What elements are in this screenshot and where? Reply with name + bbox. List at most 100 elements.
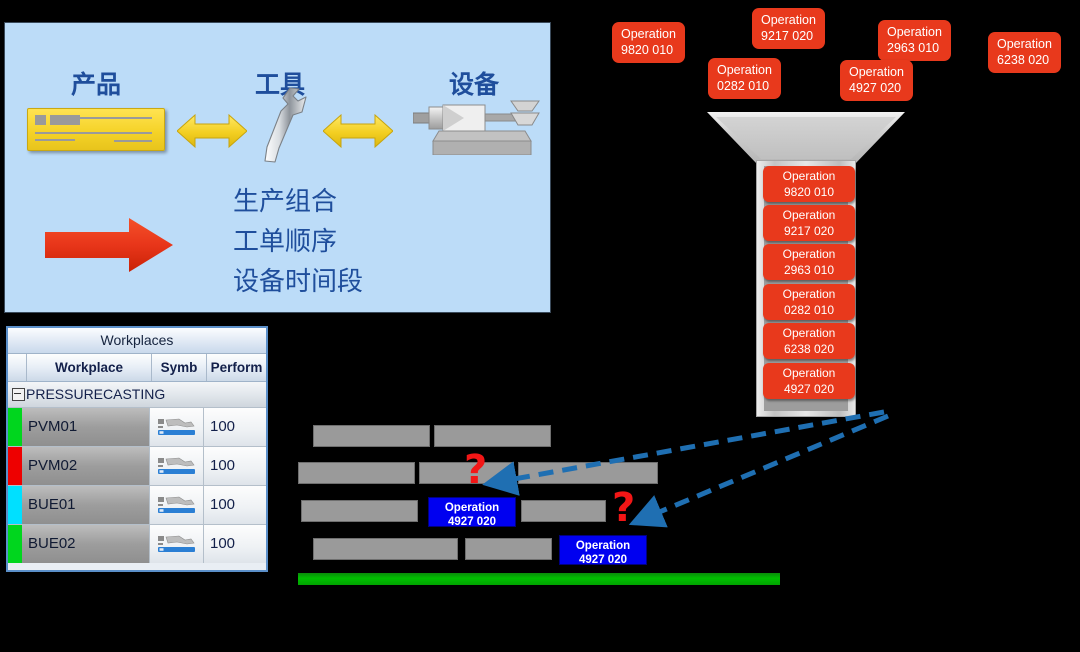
floating-operation-chip[interactable]: Operation 2963 010 (878, 20, 951, 61)
symb-cell (150, 447, 204, 485)
operation-label: Operation (782, 208, 836, 222)
operation-label: Operation (849, 65, 904, 79)
operation-label: Operation (782, 247, 836, 261)
operation-number: 4927 020 (849, 81, 902, 95)
workplace-name: BUE01 (22, 486, 150, 524)
queued-operation[interactable]: Operation 6238 020 (763, 323, 855, 359)
operation-label: Operation (887, 25, 942, 39)
queued-operation[interactable]: Operation 4927 020 (763, 363, 855, 399)
label-equipment: 设备 (449, 70, 500, 99)
operation-label: Operation (444, 502, 500, 514)
workplaces-header-row: Workplace Symb Perform (8, 354, 266, 382)
operation-number: 9217 020 (761, 29, 814, 43)
column-header-symb[interactable]: Symb (152, 354, 207, 381)
operation-number: 2963 010 (887, 41, 940, 55)
operation-number: 9820 010 (783, 185, 835, 199)
operation-label: Operation (782, 326, 836, 340)
symb-cell (150, 525, 204, 563)
gantt-bar[interactable] (518, 462, 658, 484)
label-product: 产品 (71, 70, 122, 99)
operation-number: 0282 010 (717, 79, 770, 93)
status-indicator (8, 486, 22, 524)
collapse-icon[interactable] (12, 387, 25, 401)
gantt-bar[interactable] (301, 500, 418, 522)
operation-number: 6238 020 (783, 342, 835, 356)
operation-label: Operation (761, 13, 816, 27)
red-block-arrow-icon (45, 218, 173, 272)
column-header-perform[interactable]: Perform (210, 360, 263, 375)
concept-line-2: 工单顺序 (233, 227, 338, 257)
status-indicator (8, 408, 22, 446)
table-row[interactable]: BUE01 100 (8, 486, 266, 525)
wrench-icon (264, 87, 307, 163)
scheduled-operation-bar[interactable]: Operation 4927 020 (428, 497, 516, 528)
machine-icon (413, 100, 540, 155)
operation-label: Operation (575, 540, 631, 552)
symb-cell (150, 486, 204, 524)
symb-cell (150, 408, 204, 446)
floating-operation-chip[interactable]: Operation 9217 020 (752, 8, 825, 49)
queued-operation[interactable]: Operation 9217 020 (763, 205, 855, 241)
double-arrow-icon (323, 113, 393, 149)
double-arrow-icon (177, 113, 247, 149)
concept-panel: 产品 工具 设备 (4, 22, 551, 313)
column-header-workplace[interactable]: Workplace (27, 354, 152, 381)
machine-icon (158, 535, 195, 552)
operation-label: Operation (782, 287, 836, 301)
operation-number: 0282 010 (783, 303, 835, 317)
operation-number: 9820 010 (621, 43, 674, 57)
gantt-bar[interactable] (313, 538, 458, 560)
scheduled-operation-bar[interactable]: Operation 4927 020 (559, 535, 647, 566)
operation-number: 6238 020 (997, 53, 1050, 67)
operation-number: 9217 020 (783, 224, 835, 238)
performance-value: 100 (204, 486, 266, 524)
operation-label: Operation (621, 27, 676, 41)
funnel-to-slot-2-connector (628, 413, 889, 528)
table-row[interactable]: PVM01 100 (8, 408, 266, 447)
status-indicator (8, 525, 22, 563)
operation-number: 2963 010 (783, 263, 835, 277)
gantt-bar[interactable] (434, 425, 551, 447)
floating-operation-chip[interactable]: Operation 4927 020 (840, 60, 913, 101)
operation-number: 4927 020 (579, 554, 627, 566)
workplace-name: BUE02 (22, 525, 150, 563)
table-row[interactable]: PVM02 100 (8, 447, 266, 486)
machine-icon (158, 457, 195, 474)
gantt-bar[interactable] (298, 462, 415, 484)
workplaces-table: Workplaces Workplace Symb Perform PRESSU… (6, 326, 268, 572)
machine-icon (158, 418, 195, 435)
operation-label: Operation (782, 366, 836, 380)
floating-operation-chip[interactable]: Operation 6238 020 (988, 32, 1061, 73)
question-mark-slot-1: ? (464, 447, 488, 493)
workplaces-title: Workplaces (8, 328, 266, 354)
operation-number: 4927 020 (448, 516, 496, 528)
gantt-bar[interactable] (521, 500, 606, 522)
document-icon (27, 108, 165, 151)
timeline-bar[interactable] (298, 573, 780, 585)
concept-line-1: 生产组合 (233, 187, 338, 217)
floating-operation-chip[interactable]: Operation 9820 010 (612, 22, 685, 63)
performance-value: 100 (204, 447, 266, 485)
operation-label: Operation (997, 37, 1052, 51)
question-mark-slot-2: ? (612, 485, 636, 531)
status-column-header (8, 354, 27, 381)
group-row-pressurecasting[interactable]: PRESSURECASTING (8, 382, 266, 408)
operation-label: Operation (782, 169, 836, 183)
queued-operation[interactable]: Operation 9820 010 (763, 166, 855, 202)
gantt-bar[interactable] (465, 538, 552, 560)
performance-value: 100 (204, 408, 266, 446)
group-row-label: PRESSURECASTING (26, 386, 166, 402)
operation-label: Operation (717, 63, 772, 77)
gantt-bar[interactable] (313, 425, 430, 447)
performance-value: 100 (204, 525, 266, 563)
operation-number: 4927 020 (783, 382, 835, 396)
floating-operation-chip[interactable]: Operation 0282 010 (708, 58, 781, 99)
queued-operation[interactable]: Operation 2963 010 (763, 244, 855, 280)
workplace-name: PVM02 (22, 447, 150, 485)
status-indicator (8, 447, 22, 485)
machine-icon (158, 496, 195, 513)
label-tool: 工具 (255, 70, 306, 99)
queued-operation[interactable]: Operation 0282 010 (763, 284, 855, 320)
table-row[interactable]: BUE02 100 (8, 525, 266, 563)
